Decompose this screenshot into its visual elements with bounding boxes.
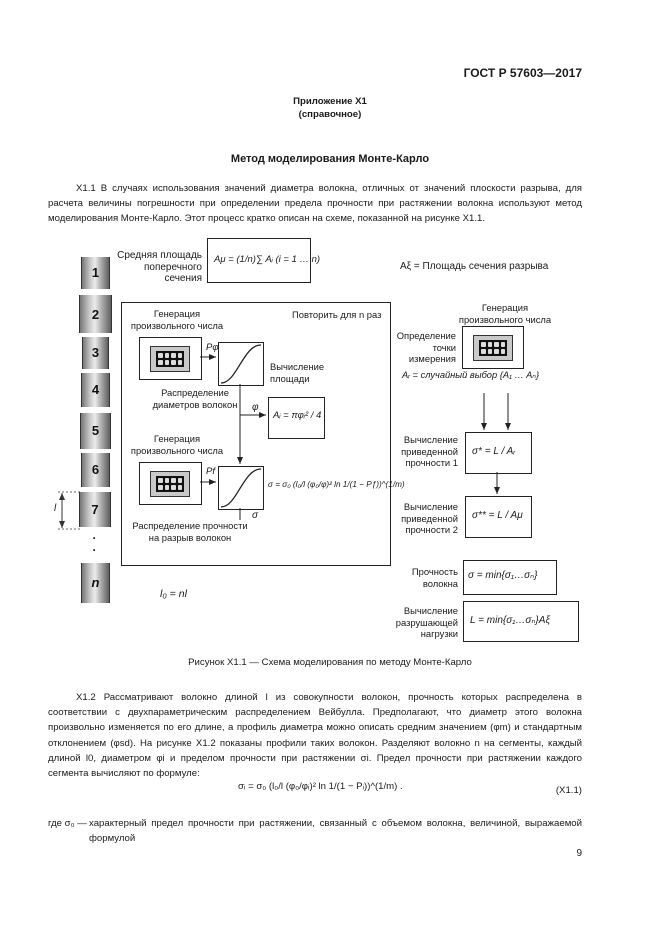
- phi-label: φ: [252, 402, 259, 413]
- avg-area-label: Средняя площадь поперечного сечения: [117, 250, 202, 284]
- standard-header: ГОСТ Р 57603—2017: [463, 66, 582, 80]
- rng-box-1: [139, 337, 202, 380]
- diam-dist-label: Распределение диаметров волокон: [152, 387, 238, 410]
- rng-label-3: Генерация произвольного числа: [458, 302, 552, 325]
- page-number: 9: [576, 848, 582, 859]
- segment-ellipsis: · ·: [92, 531, 97, 557]
- rng-box-3: [462, 326, 524, 369]
- fiber-segment: 5: [80, 413, 111, 449]
- paragraph-x1-1: Х1.1 В случаях использования значений ди…: [48, 183, 582, 225]
- reduced-strength-1-box: σ* = L / Aᵣ: [465, 432, 532, 474]
- strength-cdf-box: [218, 466, 264, 510]
- reduced-strength-1-label: Вычисление приведенной прочности 1: [401, 434, 458, 468]
- dice-icon: [473, 335, 513, 361]
- segment-length-dimension: [58, 491, 80, 530]
- equation-x1-1: σᵢ = σ₀ (l₀/l (φ₀/φᵢ)² ln 1/(1 − Pᵢ))^(1…: [238, 781, 403, 792]
- reduced-strength-2-label: Вычисление приведенной прочности 2: [401, 501, 458, 535]
- where-text: характерный предел прочности при растяже…: [89, 818, 582, 845]
- area-formula-box: Aᵢ = πφᵢ² / 4: [268, 397, 325, 439]
- breaking-load-formula: L = min{σ₁…σₙ}Aξ: [470, 615, 550, 626]
- reduced-strength-2-box: σ** = L / Aμ: [465, 496, 532, 538]
- cdf-curve-icon: [220, 468, 262, 508]
- avg-area-box: Aμ = (1/n)∑ Aᵢ (i = 1 … n): [207, 238, 320, 283]
- random-pick-formula: Aᵣ = случайный выбор {A₁ … Aₙ}: [402, 370, 540, 380]
- sigma-formula: σ = σ₀ (l₀/l (φ₀/φ)² ln 1/(1 − Pƒ))^(1/m…: [268, 480, 405, 489]
- segment-length-label: l: [54, 503, 57, 514]
- measure-point-label: Определение точки измерения: [396, 330, 456, 364]
- rng-label-1: Генерация произвольного числа: [130, 308, 224, 331]
- p-phi-label: Pφ: [206, 342, 219, 353]
- cdf-curve-icon: [220, 344, 262, 384]
- monte-carlo-diagram: 1 2 3 4 5 6 7 · · n l l₀ = nl Средняя пл…: [0, 225, 661, 645]
- appendix-title: Приложение Х1: [293, 96, 367, 107]
- dice-icon: [150, 471, 190, 497]
- repeat-label: Повторить для n раз: [292, 309, 382, 320]
- fiber-segment: 7: [79, 492, 111, 527]
- breaking-load-label: Вычисление разрушающей нагрузки: [395, 605, 458, 639]
- reduced-strength-1-formula: σ* = L / Aᵣ: [472, 446, 516, 457]
- fiber-segment: 6: [81, 453, 110, 487]
- area-calc-label: Вычисление площади: [270, 361, 325, 384]
- sigma-label: σ: [252, 510, 259, 521]
- fiber-segment: n: [81, 563, 110, 603]
- fiber-segment: 2: [79, 295, 112, 333]
- fiber-length-formula: l₀ = nl: [160, 588, 187, 600]
- avg-area-formula: Aμ = (1/n)∑ Aᵢ (i = 1 … n): [214, 254, 321, 265]
- reduced-strength-2-formula: σ** = L / Aμ: [472, 510, 523, 521]
- figure-caption: Рисунок Х1.1 — Схема моделирования по ме…: [188, 657, 472, 668]
- fiber-segment: 3: [82, 337, 109, 369]
- paragraph-x1-2: Х1.2 Рассматривают волокно длиной l из с…: [48, 692, 582, 780]
- fiber-strength-formula: σ = min{σ₁…σₙ}: [468, 570, 538, 581]
- area-formula: Aᵢ = πφᵢ² / 4: [273, 410, 322, 421]
- p-f-label: Pf: [206, 466, 215, 477]
- breaking-load-box: L = min{σ₁…σₙ}Aξ: [463, 601, 579, 642]
- rng-box-2: [139, 462, 202, 505]
- fiber-strength-box: σ = min{σ₁…σₙ}: [463, 560, 557, 595]
- fiber-strength-label: Прочность волокна: [411, 566, 458, 589]
- equation-number: (Х1.1): [555, 785, 582, 796]
- strength-dist-label: Распределение прочности на разрыв волоко…: [132, 520, 248, 543]
- where-symbol: где σ₀ —: [48, 818, 87, 829]
- fiber-segment: 4: [81, 373, 110, 407]
- diam-cdf-box: [218, 342, 264, 386]
- rng-label-2: Генерация произвольного числа: [130, 433, 224, 456]
- fiber-segment: 1: [81, 257, 110, 289]
- dice-icon: [150, 346, 190, 372]
- rupture-area-label: Aξ = Площадь сечения разрыва: [400, 261, 549, 272]
- section-title: Метод моделирования Монте-Карло: [230, 153, 430, 165]
- appendix-subtitle: (справочное): [298, 109, 362, 120]
